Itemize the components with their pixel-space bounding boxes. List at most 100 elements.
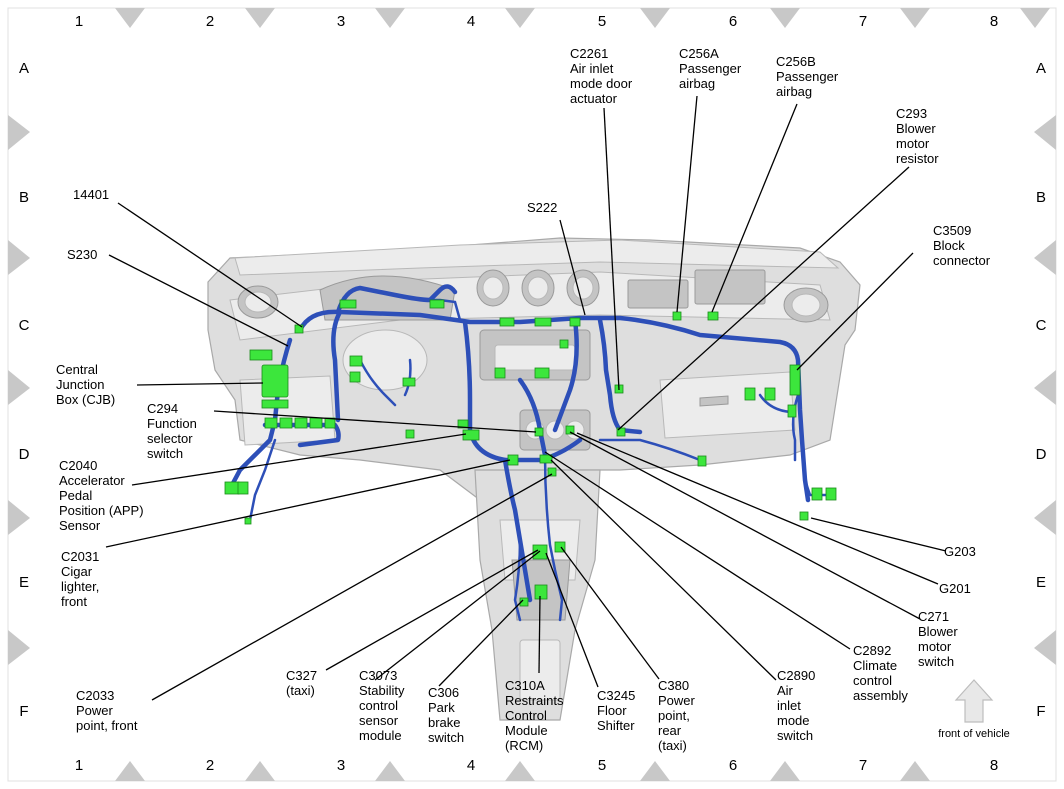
callout-c2890: C2890 Air inlet mode switch: [777, 668, 815, 743]
callout-c3509: C3509 Block connector: [933, 223, 991, 268]
callout-c327: C327 (taxi): [286, 668, 317, 698]
callout-c2040: C2040 Accelerator Pedal Position (APP) S…: [59, 458, 144, 533]
label-g201: G201: [939, 581, 971, 596]
label-c2040-line3: Pedal: [59, 488, 92, 503]
label-c294-line4: switch: [147, 446, 183, 461]
label-c2261-line1: C2261: [570, 46, 608, 61]
label-c2033-line3: point, front: [76, 718, 138, 733]
label-c380-line2: Power: [658, 693, 696, 708]
label-c310a-line2: Restraints: [505, 693, 564, 708]
label-c294-line2: Function: [147, 416, 197, 431]
label-s230: S230: [67, 247, 97, 262]
label-c310a-line3: Control: [505, 708, 547, 723]
callout-c380: C380 Power point, rear (taxi): [658, 678, 696, 753]
grid-col-8-bottom: 8: [990, 757, 998, 774]
border-frame: [8, 8, 1056, 781]
grid-col-3-bottom: 3: [337, 757, 345, 774]
front-of-vehicle-label: front of vehicle: [938, 728, 1010, 740]
label-c256a-line2: Passenger: [679, 61, 742, 76]
grid-col-8: 8: [990, 13, 998, 30]
callout-g201: G201: [939, 581, 971, 596]
label-c256b-line3: airbag: [776, 84, 812, 99]
grid-row-f: F: [19, 703, 28, 720]
label-c3073-line4: sensor: [359, 713, 399, 728]
label-c2040-line5: Sensor: [59, 518, 101, 533]
label-c271-line3: motor: [918, 639, 952, 654]
grid-col-2: 2: [206, 13, 214, 30]
grid-col-4-bottom: 4: [467, 757, 475, 774]
callout-cjb: Central Junction Box (CJB): [56, 362, 115, 407]
label-c3073-line3: control: [359, 698, 398, 713]
label-c306-line1: C306: [428, 685, 459, 700]
grid-col-3: 3: [337, 13, 345, 30]
label-c2040-line2: Accelerator: [59, 473, 125, 488]
callout-s230: S230: [67, 247, 97, 262]
label-c3245-line2: Floor: [597, 703, 627, 718]
wiring-harness: [229, 284, 830, 622]
grid-row-b: B: [19, 189, 29, 206]
label-c294-line1: C294: [147, 401, 178, 416]
label-c2031-line3: lighter,: [61, 579, 99, 594]
label-c2892-line4: assembly: [853, 688, 908, 703]
grid-row-b-right: B: [1036, 189, 1046, 206]
grid-row-c: C: [19, 317, 30, 334]
label-c3509-line3: connector: [933, 253, 991, 268]
grid-row-e: E: [19, 574, 29, 591]
callout-c2892: C2892 Climate control assembly: [853, 643, 908, 703]
label-c2040-line1: C2040: [59, 458, 97, 473]
label-c2031-line1: C2031: [61, 549, 99, 564]
grid-row-d-right: D: [1036, 446, 1047, 463]
label-cjb-line1: Central: [56, 362, 98, 377]
label-c3509-line1: C3509: [933, 223, 971, 238]
label-c306-line2: Park: [428, 700, 455, 715]
dashboard-illustration: [207, 237, 861, 721]
label-c2890-line4: mode: [777, 713, 810, 728]
grid-col-5: 5: [598, 13, 606, 30]
label-c293-line1: C293: [896, 106, 927, 121]
leader-lines: [105, 95, 947, 701]
grid-row-c-right: C: [1036, 317, 1047, 334]
grid-col-4: 4: [467, 13, 475, 30]
label-c2040-line4: Position (APP): [59, 503, 144, 518]
label-c3073-line1: C3073: [359, 668, 397, 683]
grid-col-2-bottom: 2: [206, 757, 214, 774]
label-g203: G203: [944, 544, 976, 559]
label-c380-line3: point,: [658, 708, 690, 723]
label-c2261-line3: mode door: [570, 76, 633, 91]
label-c2890-line5: switch: [777, 728, 813, 743]
label-c2031-line4: front: [61, 594, 87, 609]
callout-s222: S222: [527, 200, 557, 215]
label-c2261-line4: actuator: [570, 91, 618, 106]
grid-col-6-bottom: 6: [729, 757, 737, 774]
grid-row-d: D: [19, 446, 30, 463]
callout-c2033: C2033 Power point, front: [76, 688, 138, 733]
callout-c3073: C3073 Stability control sensor module: [359, 668, 405, 743]
label-c271-line1: C271: [918, 609, 949, 624]
grid-rows-right: A B C D E F: [1036, 60, 1047, 720]
label-c306-line4: switch: [428, 730, 464, 745]
label-c2033-line1: C2033: [76, 688, 114, 703]
label-c3245-line3: Shifter: [597, 718, 635, 733]
label-c256a-line3: airbag: [679, 76, 715, 91]
grid-row-a: A: [19, 60, 29, 77]
label-c293-line2: Blower: [896, 121, 936, 136]
label-c310a-line5: (RCM): [505, 738, 543, 753]
label-c2892-line3: control: [853, 673, 892, 688]
label-c2890-line1: C2890: [777, 668, 815, 683]
label-c2261-line2: Air inlet: [570, 61, 614, 76]
callout-c306: C306 Park brake switch: [428, 685, 464, 745]
callout-c2261: C2261 Air inlet mode door actuator: [570, 46, 633, 106]
label-c293-line3: motor: [896, 136, 930, 151]
label-c310a-line1: C310A: [505, 678, 545, 693]
label-c306-line3: brake: [428, 715, 461, 730]
callout-c2031: C2031 Cigar lighter, front: [61, 549, 99, 609]
label-c271-line4: switch: [918, 654, 954, 669]
label-s222: S222: [527, 200, 557, 215]
grid-col-1: 1: [75, 13, 83, 30]
grid-col-1-bottom: 1: [75, 757, 83, 774]
callout-g203: G203: [944, 544, 976, 559]
label-c380-line4: rear: [658, 723, 682, 738]
label-c3245-line1: C3245: [597, 688, 635, 703]
label-c256a-line1: C256A: [679, 46, 719, 61]
